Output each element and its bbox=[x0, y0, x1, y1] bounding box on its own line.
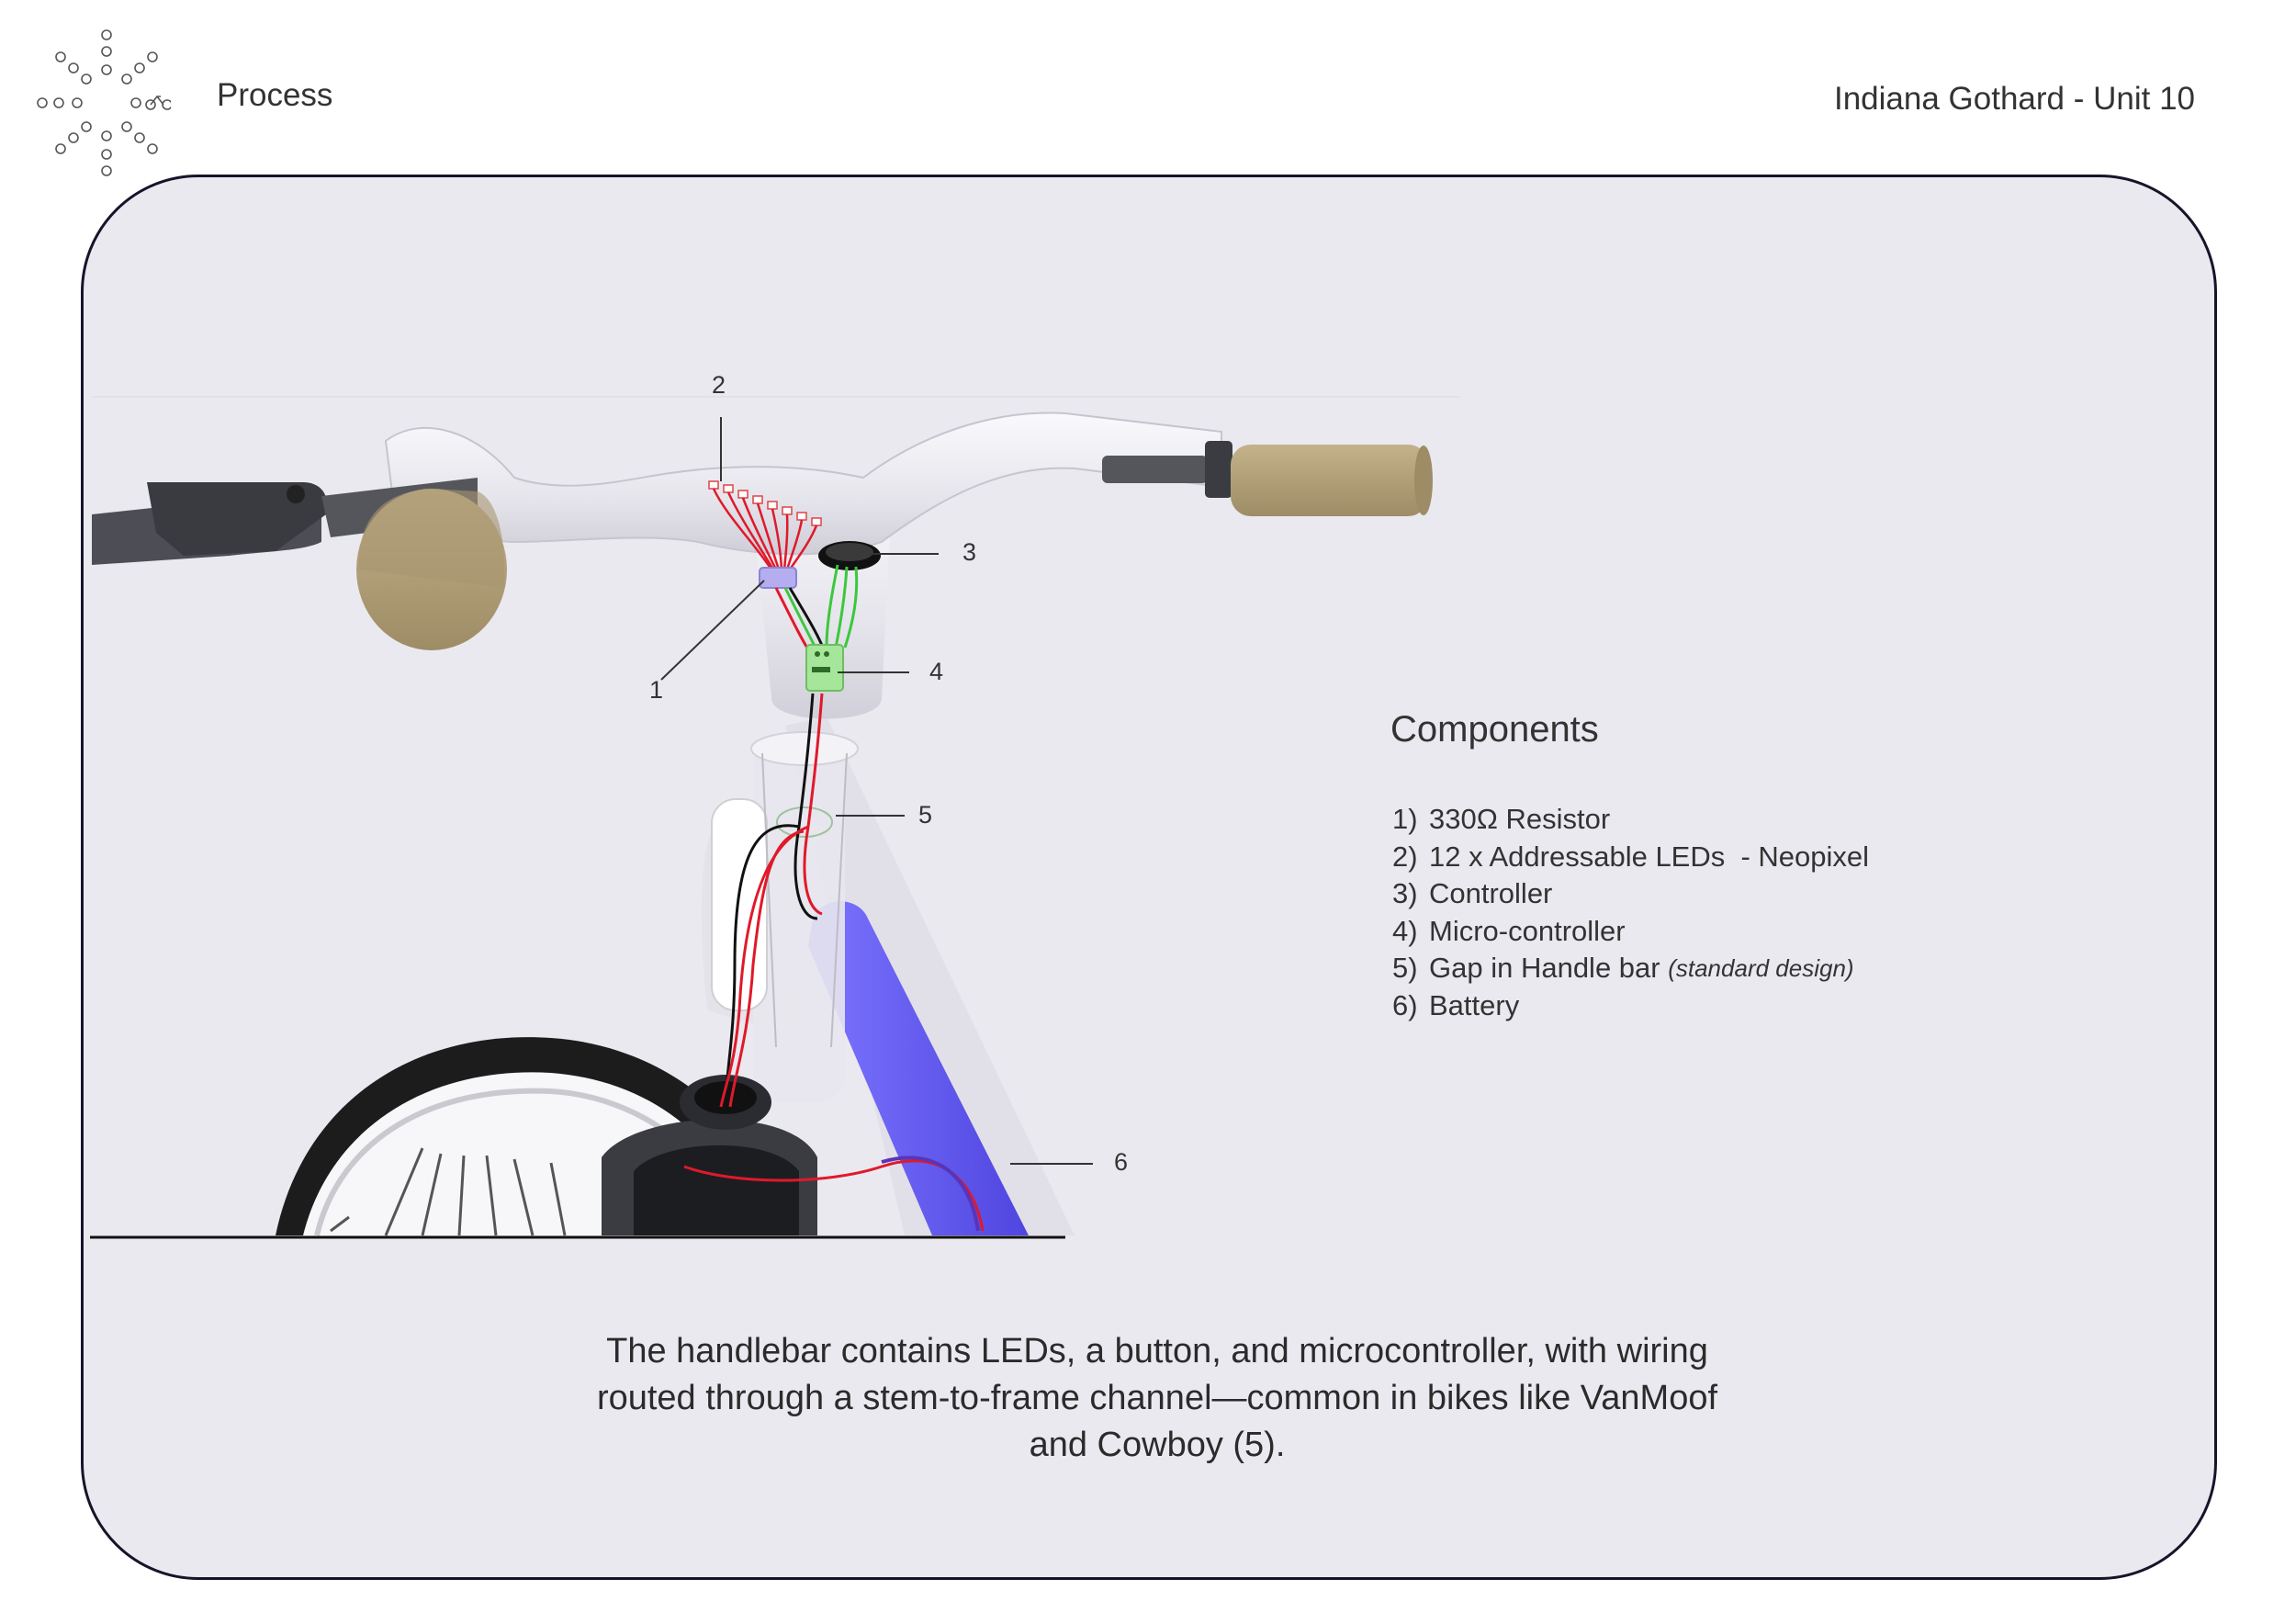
caption-line: and Cowboy (5). bbox=[1029, 1426, 1286, 1464]
component-label: Battery bbox=[1429, 988, 1520, 1021]
component-label: 330Ω Resistor bbox=[1429, 803, 1611, 835]
component-note: (standard design) bbox=[1668, 954, 1854, 982]
component-label: Gap in Handle bar bbox=[1429, 952, 1669, 984]
handlebar bbox=[92, 412, 1433, 650]
component-number: 6) bbox=[1392, 988, 1418, 1021]
component-number: 1) bbox=[1392, 803, 1418, 835]
callout-2: 2 bbox=[712, 371, 726, 399]
component-label: Micro-controller bbox=[1429, 914, 1626, 947]
content-frame bbox=[81, 175, 2217, 1580]
component-item: 3) Controller bbox=[1392, 875, 1869, 913]
author-label: Indiana Gothard - Unit 10 bbox=[1833, 81, 2195, 117]
component-number: 3) bbox=[1392, 877, 1418, 909]
caption-line: routed through a stem-to-frame channel—c… bbox=[596, 1379, 1718, 1417]
callout-5: 5 bbox=[918, 801, 933, 829]
component-item: 6) Battery bbox=[1392, 987, 1869, 1025]
callout-3: 3 bbox=[962, 538, 977, 566]
components-title: Components bbox=[1390, 709, 1599, 750]
fork-crown bbox=[602, 1075, 817, 1235]
components-list: 1) 330Ω Resistor 2) 12 x Addressable LEDs … bbox=[1392, 801, 1869, 1024]
callout-1: 1 bbox=[649, 676, 664, 704]
component-item: 1) 330Ω Resistor bbox=[1392, 801, 1869, 839]
caption-line: The handlebar contains LEDs, a button, a… bbox=[606, 1332, 1708, 1370]
logo-icon bbox=[37, 29, 171, 176]
component-number: 4) bbox=[1392, 914, 1418, 947]
component-number: 2) bbox=[1392, 840, 1418, 873]
component-label: 12 x Addressable LEDs - Neopixel bbox=[1429, 840, 1870, 873]
led-strip bbox=[708, 480, 822, 570]
micro-controller bbox=[805, 644, 844, 692]
caption: The handlebar contains LEDs, a button, a… bbox=[514, 1328, 1800, 1469]
controller-button bbox=[818, 541, 881, 570]
resistor bbox=[759, 567, 797, 589]
component-item: 5) Gap in Handle bar (standard design) bbox=[1392, 950, 1869, 987]
section-title: Process bbox=[217, 77, 333, 113]
callout-4: 4 bbox=[929, 658, 944, 685]
component-item: 2) 12 x Addressable LEDs - Neopixel bbox=[1392, 839, 1869, 876]
battery bbox=[808, 901, 1029, 1235]
component-label: Controller bbox=[1429, 877, 1553, 909]
callout-6: 6 bbox=[1114, 1148, 1129, 1176]
component-number: 5) bbox=[1392, 952, 1418, 984]
component-item: 4) Micro-controller bbox=[1392, 913, 1869, 951]
